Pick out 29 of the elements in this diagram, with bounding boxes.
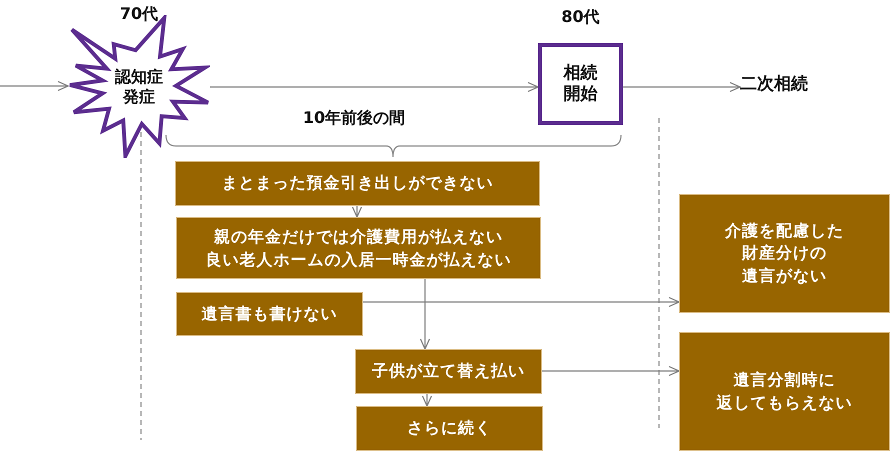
arrow [420,279,430,350]
age-label: 80代 [561,7,600,26]
process-box [176,292,363,336]
age-label: 70代 [120,4,158,24]
process-box [679,332,890,451]
box-text: 親の年金だけでは介護費用が払えない良い老人ホームの入居一時金が払えない [204,226,512,271]
arrow [623,82,741,92]
box-text: 遺言書も書けない [202,302,338,325]
arrow [542,366,680,376]
arrow [422,394,432,407]
bracket-label: 10年前後の間 [302,108,406,128]
milestone-box [538,43,623,125]
process-box [679,194,890,313]
box-text: 相続開始 [562,62,598,106]
event-text: 認知症発症 [114,66,164,106]
box-text: 遺言分割時に返してもらえない [716,369,854,414]
box-text: まとまった預金引き出しができない [222,172,494,194]
arrow [363,296,680,308]
arrow [210,82,539,92]
process-box [356,406,543,451]
arrow [352,206,362,218]
stage-label: 二次相続 [740,73,808,96]
box-text: 子供が立て替え払い [372,360,525,382]
arrow [0,80,69,92]
box-text: 介護を配慮した財産分けの遺言がない [724,220,845,287]
process-box [175,161,540,206]
process-box [355,349,542,394]
box-text: さらに続く [407,417,492,440]
process-box [176,217,541,279]
